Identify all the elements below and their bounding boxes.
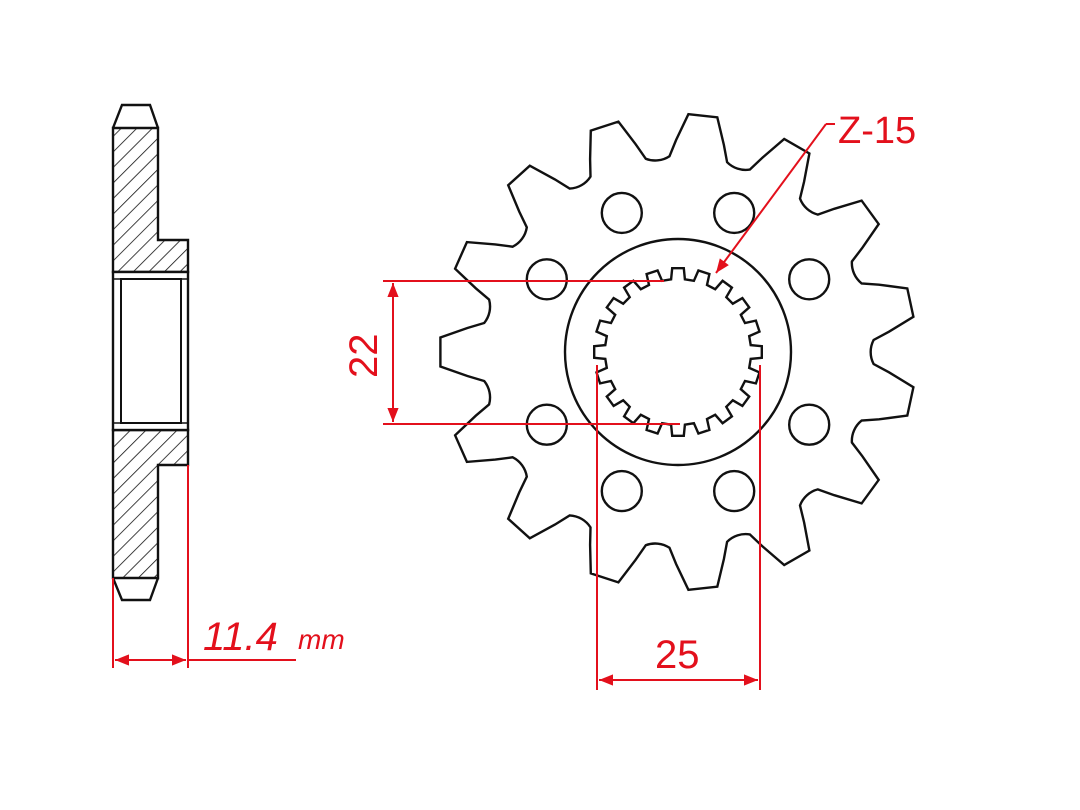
- spline-bore: [593, 267, 763, 437]
- bore-inner: [120, 278, 182, 424]
- bolt-hole: [525, 258, 568, 301]
- side-section-view: [111, 103, 190, 602]
- upper-hatched-section: [111, 126, 190, 274]
- spline-height-label: 22: [342, 334, 386, 379]
- bolt-holes: [525, 191, 831, 513]
- teeth-leader: [715, 123, 827, 274]
- bolt-hole: [788, 258, 831, 301]
- thickness-unit-label: mm: [298, 624, 345, 655]
- bolt-hole: [600, 469, 643, 513]
- upper-tooth-tip: [111, 103, 160, 129]
- lower-tooth-tip: [111, 577, 160, 602]
- sprocket-outline: [439, 112, 915, 592]
- hub-circle: [563, 237, 793, 467]
- front-view: [439, 112, 915, 592]
- lower-hatched-section: [111, 428, 190, 580]
- bolt-hole: [600, 191, 643, 235]
- thickness-value-label: 11.4: [203, 615, 278, 659]
- bolt-hole: [788, 403, 831, 446]
- dimensions: [112, 123, 835, 690]
- teeth-count-label: Z-15: [838, 110, 916, 152]
- spline-width-label: 25: [655, 633, 700, 677]
- bolt-hole: [713, 469, 756, 513]
- bolt-hole: [713, 191, 756, 235]
